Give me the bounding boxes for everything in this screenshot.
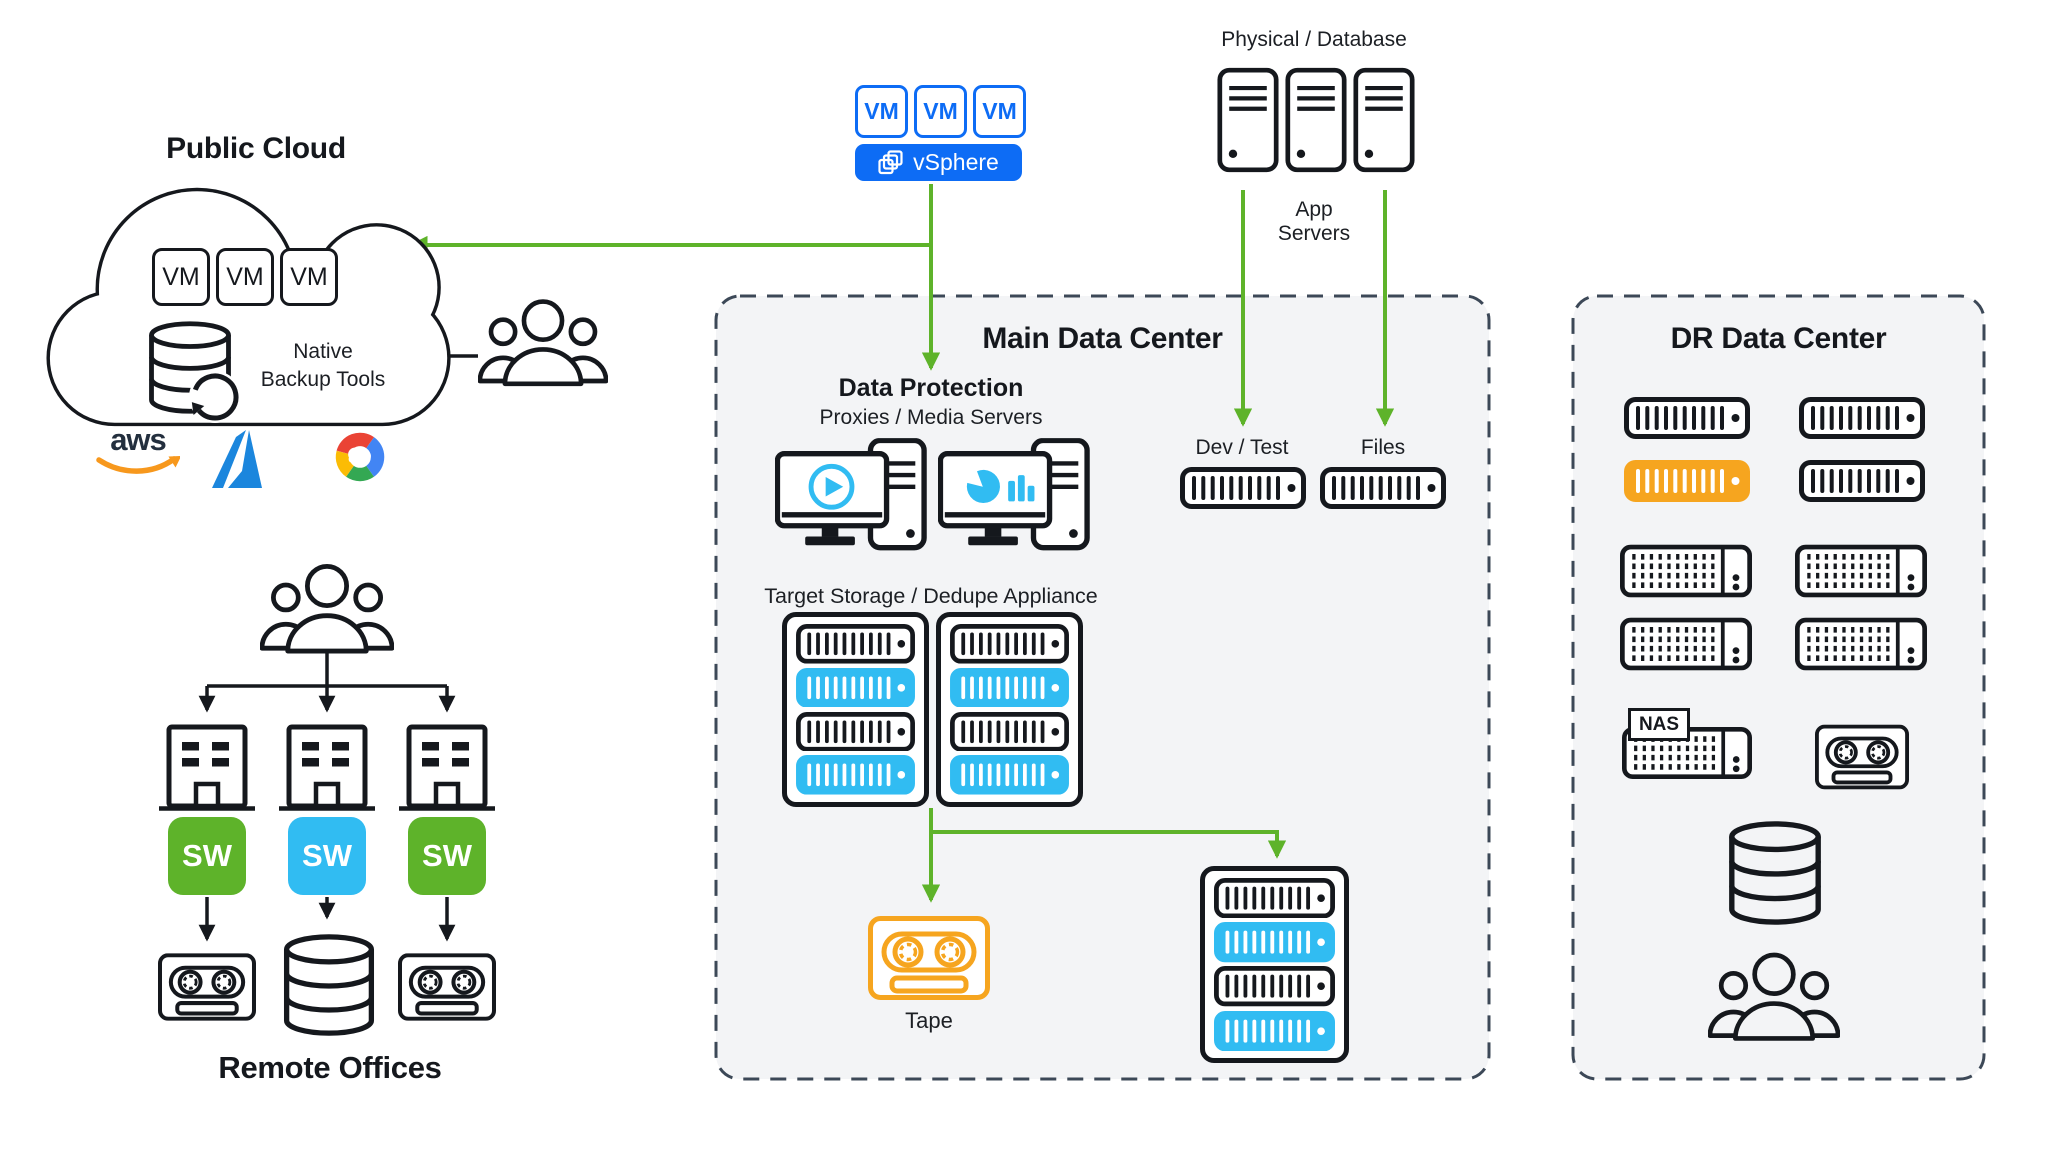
data-protection-title: Data Protection (838, 374, 1024, 402)
dev-test-label: Dev / Test (1195, 436, 1289, 459)
target-storage-title: Target Storage / Dedupe Appliance (764, 584, 1098, 608)
blade-icon (1624, 460, 1750, 502)
blade-icon (950, 624, 1069, 664)
blade-icon (1799, 460, 1925, 502)
sw-badge: SW (408, 817, 486, 895)
files-blade-icon (1320, 467, 1446, 509)
blade-icon (950, 668, 1069, 708)
dr-users-icon (1708, 950, 1840, 1042)
tower-server-icon (1285, 66, 1347, 174)
vm-box: VM (855, 85, 908, 138)
dev-test-blade-icon (1180, 467, 1306, 509)
vm-box: VM (914, 85, 967, 138)
aws-logo: aws (94, 424, 182, 477)
analytics-icon (966, 469, 1035, 504)
refresh-icon (191, 373, 239, 421)
vsphere-label: vSphere (913, 149, 999, 175)
tape-icon (398, 953, 496, 1021)
blade-icon (1624, 397, 1750, 439)
public-cloud-title: Public Cloud (166, 132, 346, 165)
sw-badge: SW (288, 817, 366, 895)
blade-icon (796, 624, 915, 664)
tape-label: Tape (905, 1008, 953, 1033)
files-label: Files (1360, 436, 1406, 459)
blade-icon (1214, 1011, 1335, 1051)
tower-server-icon (1353, 66, 1415, 174)
tape-icon (158, 953, 256, 1021)
storage-rack (936, 612, 1083, 807)
remote-offices-title: Remote Offices (218, 1050, 442, 1085)
main-dc-title: Main Data Center (982, 322, 1223, 355)
vsphere-layers-icon (878, 149, 903, 174)
dotted-storage-icon (1795, 544, 1927, 598)
aws-swoosh-icon (96, 456, 180, 474)
building-icon (159, 724, 255, 812)
cloud-users-icon (478, 296, 608, 388)
blade-icon (1799, 397, 1925, 439)
replica-rack (1200, 866, 1349, 1063)
play-icon (808, 463, 855, 510)
vm-box: VM (280, 248, 338, 306)
blade-icon (950, 712, 1069, 752)
blade-icon (796, 712, 915, 752)
tower-server-icon (1217, 66, 1279, 174)
tape-icon (868, 916, 990, 1000)
blade-icon (1214, 966, 1335, 1006)
vm-box: VM (152, 248, 210, 306)
media-server-icon (775, 438, 927, 557)
blade-icon (796, 668, 915, 708)
nas-label: NAS (1628, 708, 1690, 741)
app-server-group (1217, 66, 1415, 174)
storage-rack (782, 612, 929, 807)
building-icon (279, 724, 375, 812)
blade-icon (796, 755, 915, 795)
building-icon (399, 724, 495, 812)
vm-box: VM (973, 85, 1026, 138)
remote-users-icon (260, 562, 394, 654)
sw-badge: SW (168, 817, 246, 895)
cloud-vm-group: VM VM VM (152, 248, 338, 306)
blade-icon (950, 755, 1069, 795)
blade-icon (1214, 922, 1335, 962)
database-icon (1727, 820, 1823, 926)
media-server-icon (938, 438, 1090, 557)
blade-icon (1214, 878, 1335, 918)
physical-database-title: Physical / Database (1221, 28, 1407, 51)
vsphere-badge: vSphere (855, 144, 1022, 181)
vsphere-vm-group: VM VM VM (855, 85, 1026, 138)
azure-logo (212, 430, 262, 488)
database-icon (282, 933, 376, 1037)
dotted-storage-icon (1795, 617, 1927, 671)
dotted-storage-icon (1620, 617, 1752, 671)
native-backup-label: Native Backup Tools (260, 340, 386, 392)
tape-icon (1815, 724, 1909, 790)
cloud-backup-database-icon (148, 320, 241, 423)
dotted-storage-icon (1620, 544, 1752, 598)
app-servers-caption: App Servers (1277, 198, 1351, 245)
dr-dc-title: DR Data Center (1670, 322, 1887, 355)
vm-box: VM (216, 248, 274, 306)
green-connectors (409, 184, 1395, 903)
data-protection-subtitle: Proxies / Media Servers (819, 406, 1043, 429)
google-cloud-logo (335, 432, 385, 482)
